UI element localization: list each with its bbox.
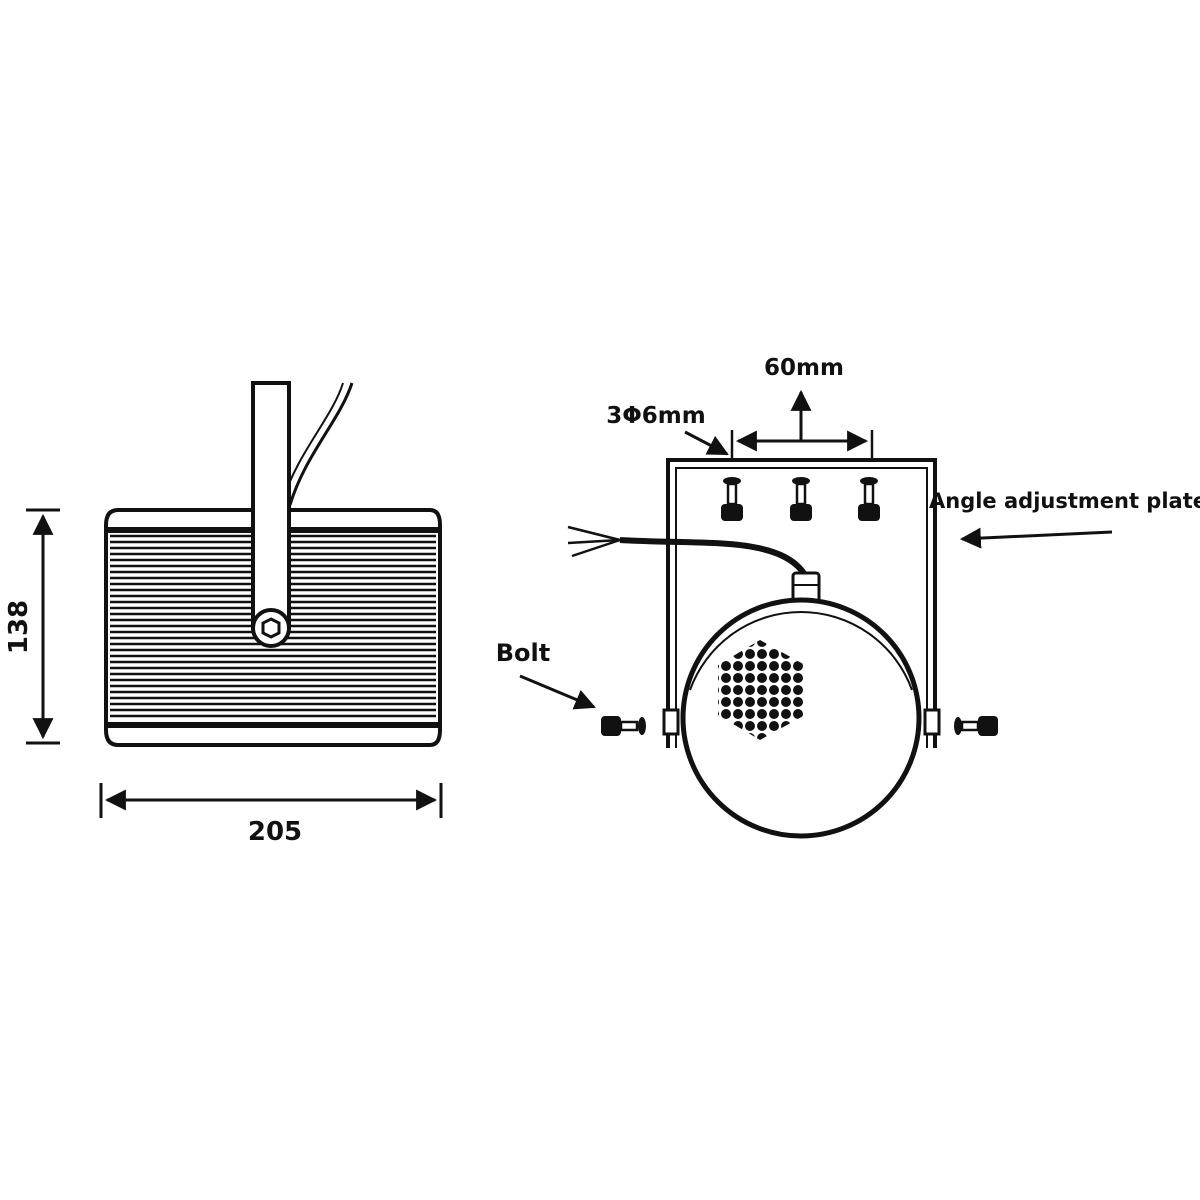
hole-callout: 3Φ6mm bbox=[606, 403, 729, 456]
bolt-callout: Bolt bbox=[496, 639, 596, 710]
plate-callout: Angle adjustment plate bbox=[929, 489, 1200, 549]
plate-screw-1 bbox=[721, 477, 743, 521]
height-label: 138 bbox=[4, 600, 34, 654]
bolt-right-icon bbox=[954, 716, 998, 736]
speaker-face bbox=[680, 597, 922, 839]
grille-hexagon bbox=[718, 640, 805, 740]
right-pivot bbox=[923, 708, 941, 736]
width-label: 205 bbox=[248, 817, 302, 847]
front-cable bbox=[567, 525, 808, 577]
spacing-label: 60mm bbox=[764, 355, 844, 381]
side-view: 138 205 bbox=[4, 381, 443, 847]
width-dimension: 205 bbox=[99, 783, 443, 847]
hole-label: 3Φ6mm bbox=[606, 403, 706, 429]
height-dimension: 138 bbox=[4, 508, 60, 745]
plate-label: Angle adjustment plate bbox=[929, 489, 1200, 513]
side-cable bbox=[288, 382, 354, 506]
mounting-arm bbox=[251, 381, 291, 630]
hex-bolt-icon bbox=[261, 617, 281, 639]
spacing-dimension: 60mm bbox=[730, 355, 874, 462]
angle-adjustment-plate bbox=[666, 458, 937, 748]
left-pivot bbox=[662, 708, 680, 736]
bolt-left-icon bbox=[601, 716, 646, 736]
plate-screw-3 bbox=[858, 477, 880, 521]
plate-screw-2 bbox=[790, 477, 812, 521]
bolt-label: Bolt bbox=[496, 639, 550, 667]
front-view: 60mm 3Φ6mm Angle adjustment plate Bolt bbox=[496, 355, 1200, 839]
